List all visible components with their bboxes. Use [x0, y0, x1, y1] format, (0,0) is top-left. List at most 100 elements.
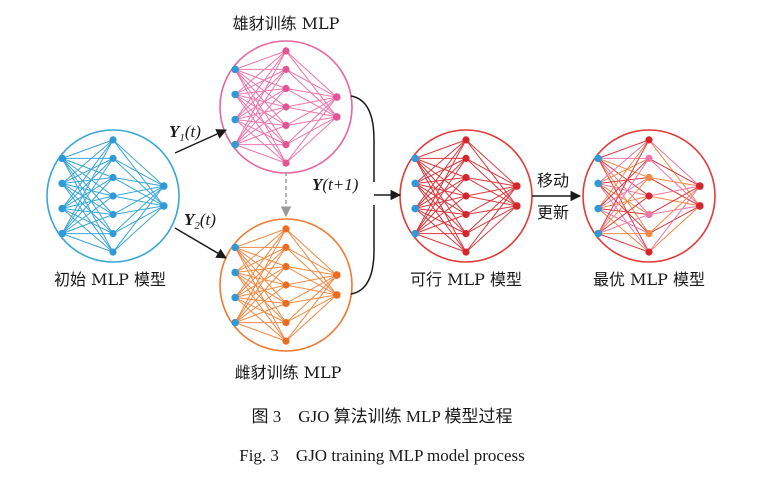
connectors: [174, 95, 582, 295]
hidden-neuron: [282, 103, 290, 111]
hidden-neuron: [645, 154, 653, 162]
connection: [465, 185, 517, 197]
input-neuron: [411, 204, 419, 213]
output-neuron: [696, 182, 704, 190]
connection: [234, 88, 287, 145]
connection: [61, 157, 114, 197]
connection: [414, 139, 467, 234]
input-neuron: [594, 204, 602, 213]
connection: [112, 185, 165, 215]
hidden-neuron: [109, 136, 117, 144]
connection: [598, 157, 650, 178]
hidden-neuron: [109, 173, 117, 182]
input-neuron: [58, 179, 66, 188]
connection: [235, 284, 287, 299]
connection: [234, 94, 287, 145]
connection: [648, 139, 701, 207]
connection: [62, 139, 114, 159]
merge-line-male: [350, 95, 375, 182]
connection: [234, 272, 287, 323]
connection: [285, 274, 338, 304]
hidden-neuron: [109, 210, 117, 219]
connection: [285, 274, 338, 323]
caption-en: Fig. 3 GJO training MLP model process: [239, 446, 525, 465]
input-neuron: [231, 293, 239, 302]
connection: [648, 185, 701, 215]
connection: [234, 246, 287, 286]
connection: [235, 125, 287, 146]
hidden-neuron: [282, 243, 290, 251]
connection: [234, 50, 287, 95]
input-neuron: [594, 154, 602, 163]
network-boundary: [46, 129, 180, 263]
connection: [234, 68, 287, 108]
connection: [61, 139, 114, 184]
connection: [598, 139, 650, 159]
connection: [598, 214, 650, 235]
connection: [61, 158, 114, 234]
connection: [61, 177, 114, 209]
connection: [234, 246, 287, 273]
connection: [62, 233, 114, 253]
connection: [465, 177, 518, 207]
connection: [415, 214, 467, 235]
connection: [648, 205, 701, 253]
connection: [415, 182, 467, 197]
output-neuron: [513, 182, 521, 190]
connection: [648, 185, 701, 253]
connection: [61, 183, 114, 253]
hidden-neuron: [109, 154, 117, 162]
yt1-tail: (t+1): [322, 175, 358, 194]
connection: [285, 266, 338, 296]
connection: [234, 272, 287, 304]
arrow-initial-to-male: [174, 129, 227, 154]
connection: [415, 157, 467, 178]
connection: [597, 158, 650, 209]
connection: [61, 177, 114, 234]
connection: [235, 322, 287, 342]
hidden-neuron: [462, 230, 470, 238]
connection: [465, 195, 517, 207]
connection: [285, 50, 338, 118]
connection: [62, 214, 114, 235]
input-neuron: [594, 179, 602, 188]
connection: [285, 274, 337, 286]
connection: [61, 157, 114, 184]
connection: [235, 144, 287, 164]
connection: [234, 297, 287, 342]
move-label: 移动: [537, 171, 569, 190]
connection: [234, 266, 287, 298]
hidden-neuron: [282, 319, 290, 327]
connection: [234, 247, 287, 323]
connection: [414, 158, 467, 234]
connection: [285, 274, 338, 342]
input-neuron: [411, 229, 419, 238]
connection: [465, 139, 518, 187]
connection: [415, 139, 467, 159]
connection: [234, 94, 287, 126]
output-neuron: [333, 93, 341, 101]
output-neuron: [160, 182, 168, 190]
arrow-initial-to-female: [174, 227, 227, 259]
connection: [62, 208, 114, 215]
connection: [234, 228, 287, 323]
connection: [235, 106, 287, 121]
connection: [234, 68, 287, 95]
input-neuron: [231, 65, 239, 74]
connection: [285, 106, 337, 118]
hidden-neuron: [282, 47, 290, 55]
connection: [598, 208, 650, 215]
feasible-mlp-network: [399, 129, 533, 263]
connection: [112, 177, 165, 207]
connection: [61, 208, 114, 235]
connection: [285, 88, 337, 98]
connection: [598, 233, 650, 253]
hidden-neuron: [282, 225, 290, 233]
hidden-neuron: [282, 159, 290, 167]
connection: [234, 266, 287, 323]
connection: [285, 96, 338, 145]
initial-mlp-network: [46, 129, 180, 263]
connection: [61, 195, 114, 235]
male-jackal-mlp-network: [219, 40, 353, 174]
